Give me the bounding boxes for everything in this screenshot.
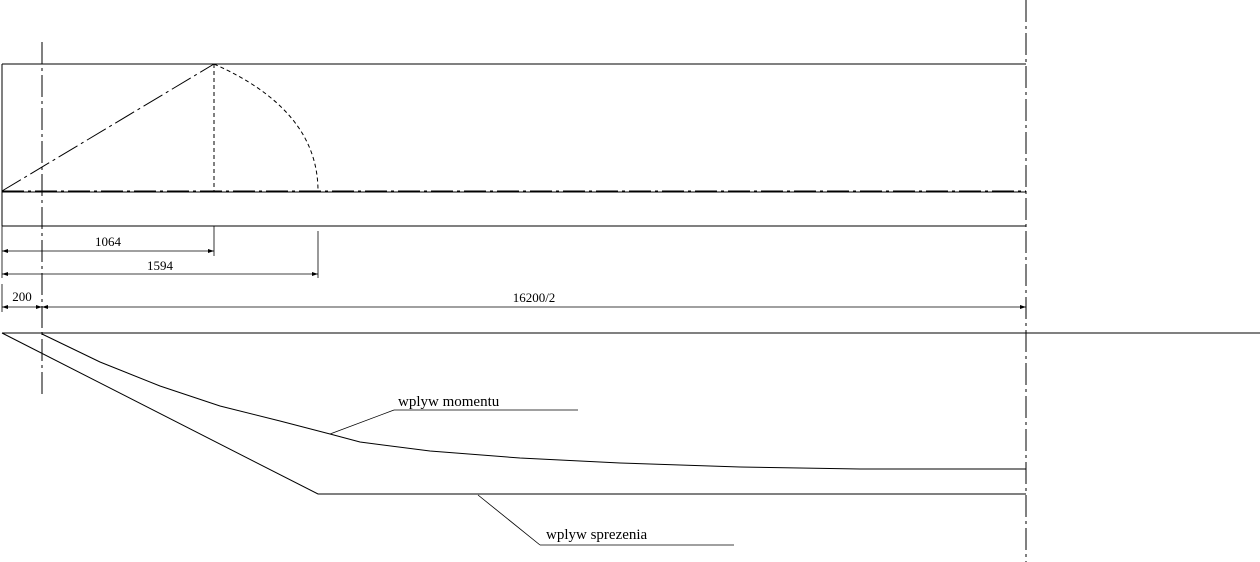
zone-arc xyxy=(213,63,319,192)
beam-elevation xyxy=(1,63,1026,227)
prestress-influence-curve xyxy=(1,332,1026,495)
moment-influence-curve xyxy=(41,333,1026,470)
dimension-1594: 1594 xyxy=(2,231,319,278)
anchorage-zone xyxy=(1,63,319,192)
spread-line xyxy=(1,63,215,192)
dim-1064-text: 1064 xyxy=(95,234,122,249)
dimension-1064: 1064 xyxy=(1,226,215,278)
moment-label-group: wplyw momentu xyxy=(329,394,578,435)
dim-200-text: 200 xyxy=(12,289,32,304)
dim-1594-text: 1594 xyxy=(147,258,174,273)
dim-16200-text: 16200/2 xyxy=(513,290,556,305)
dimension-span: 200 16200/2 xyxy=(1,284,1026,312)
prestress-label: wplyw sprezenia xyxy=(546,527,648,543)
prestress-label-group: wplyw sprezenia xyxy=(477,494,734,546)
moment-label: wplyw momentu xyxy=(398,394,500,410)
